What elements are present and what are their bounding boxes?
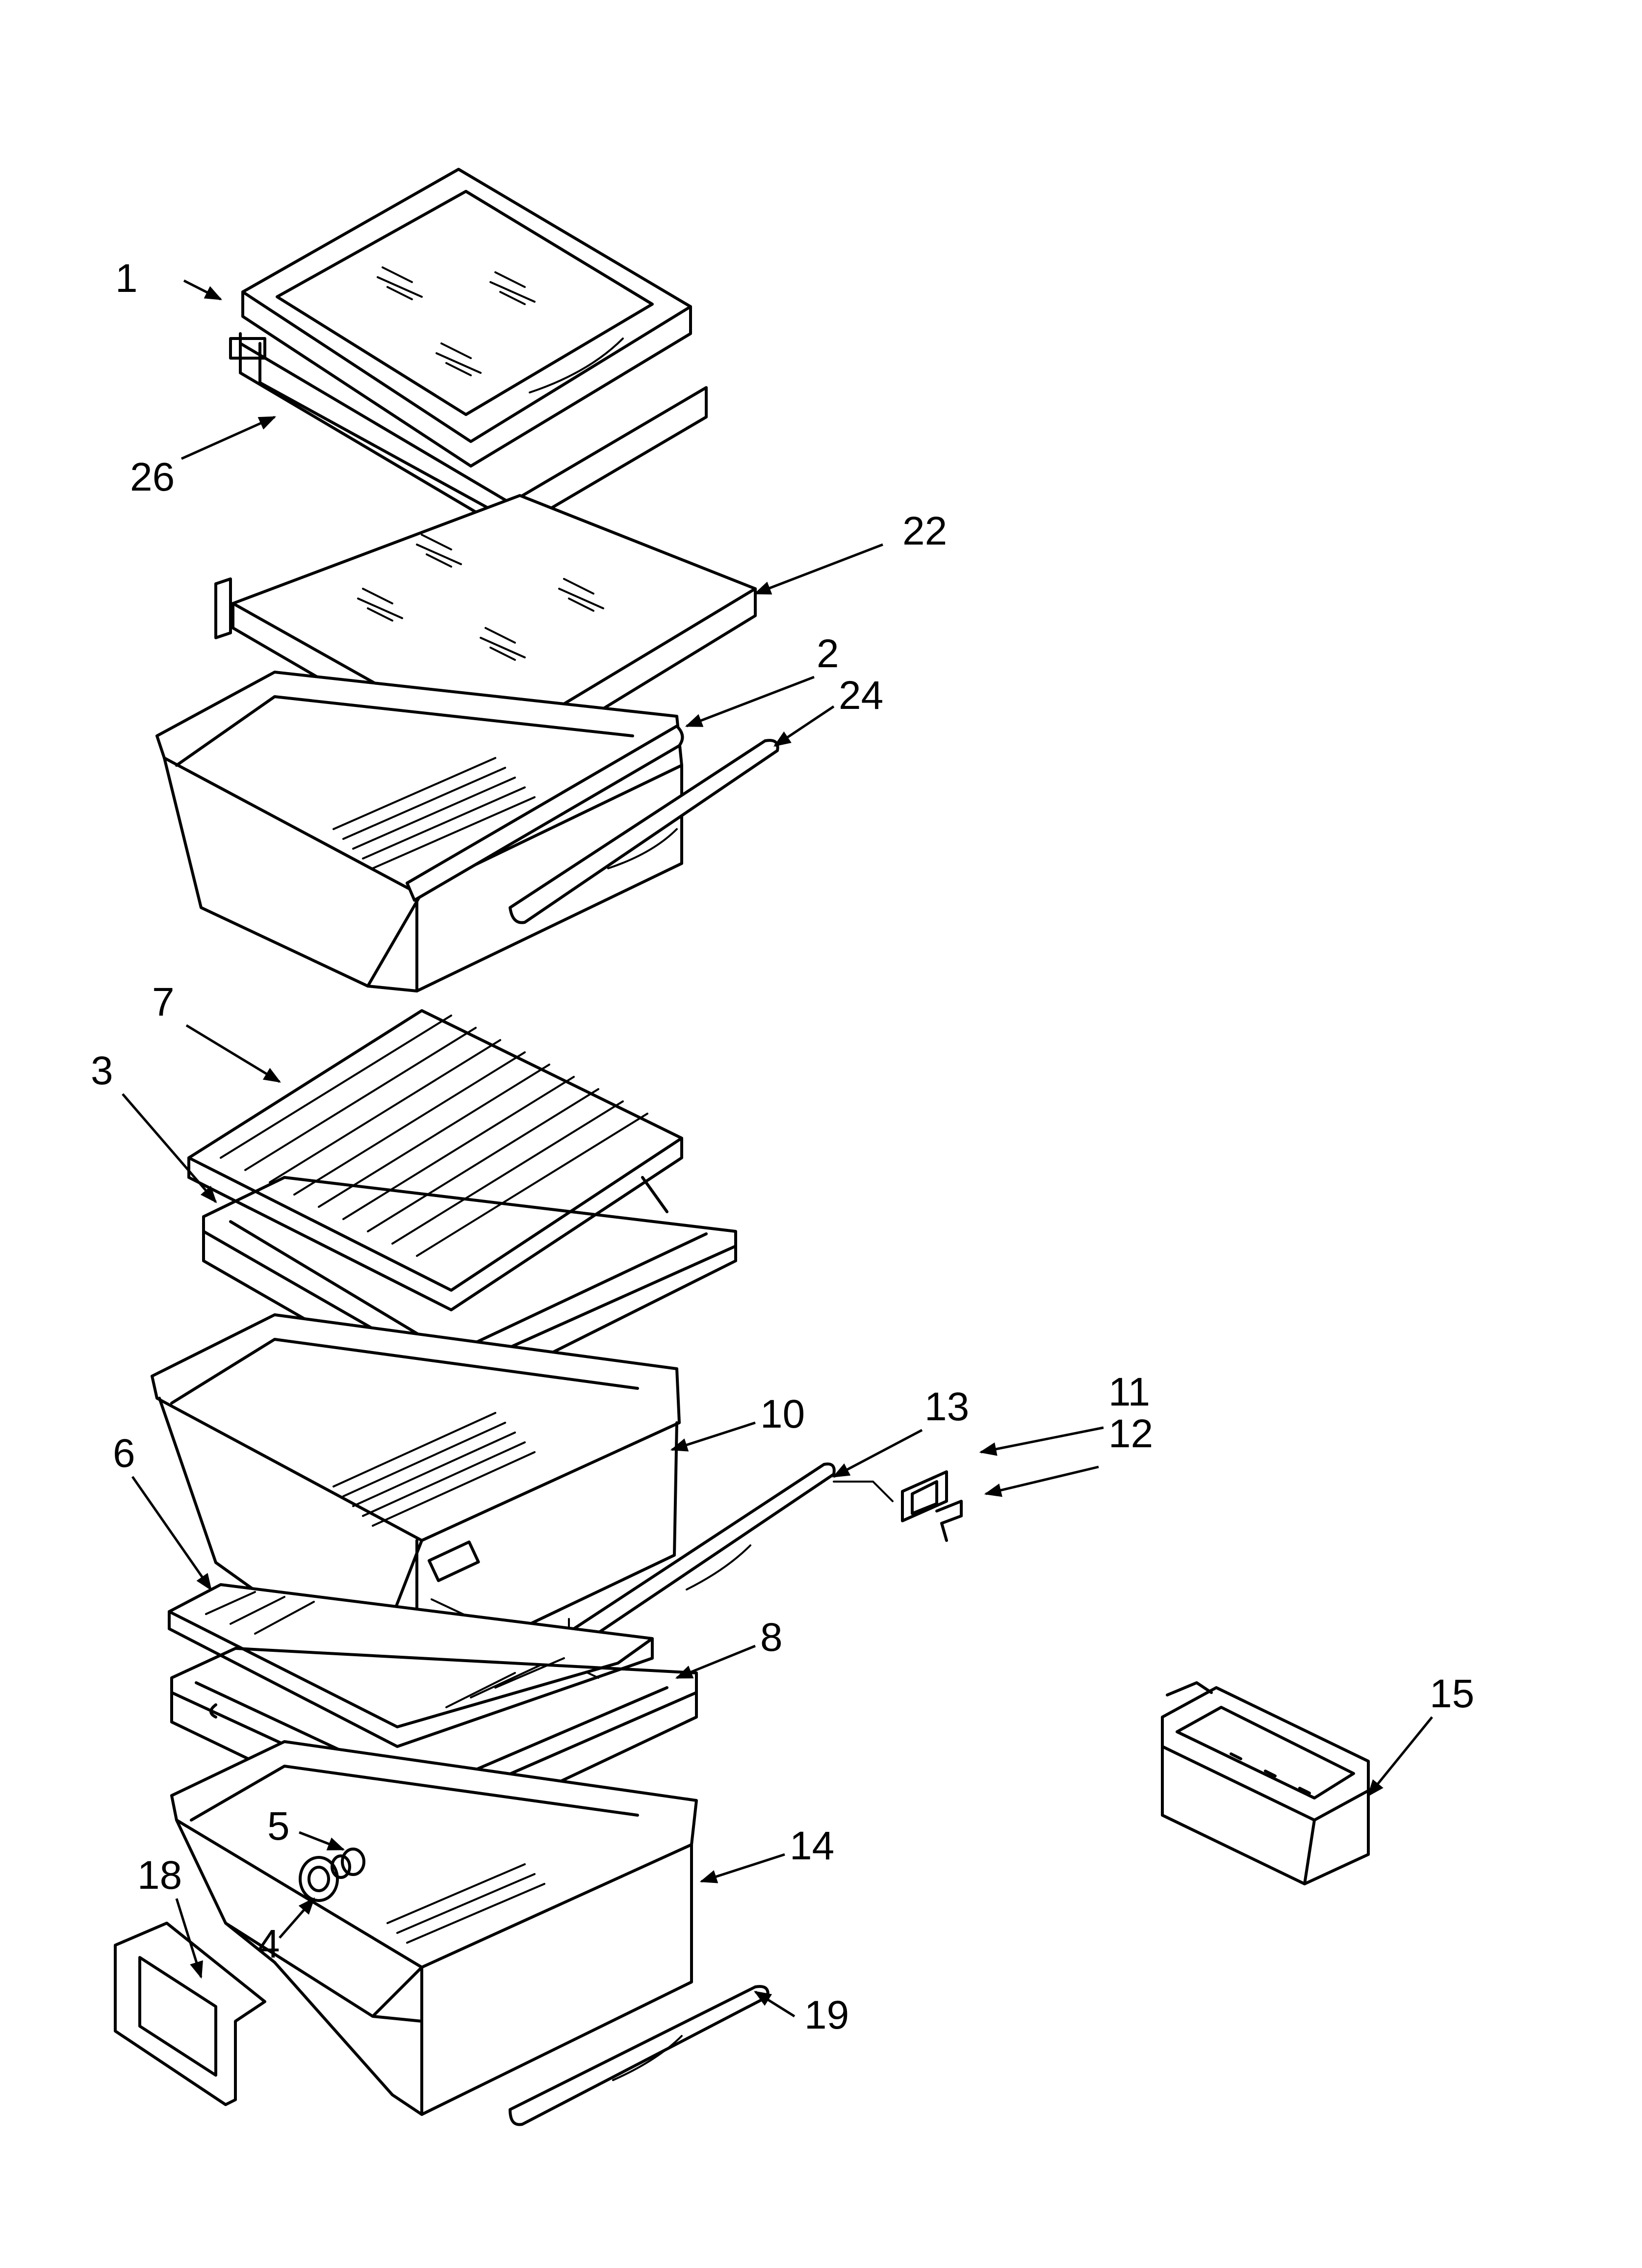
part-10-middle-crisper-drawer xyxy=(151,1313,681,1679)
part-18-label-frame xyxy=(114,1922,266,2106)
callout-labels: 1 26 22 2 24 7 3 10 13 11 12 6 8 15 5 14… xyxy=(91,256,1474,2037)
callout-10: 10 xyxy=(760,1392,805,1436)
part-6-lower-slatted-cover xyxy=(168,1583,654,1748)
part-15-storage-bin xyxy=(1161,1681,1370,1885)
part-11-clip xyxy=(901,1470,948,1522)
callout-2: 2 xyxy=(817,631,839,676)
part-5-knob-shaft xyxy=(331,1848,365,1879)
callout-5: 5 xyxy=(267,1804,290,1849)
leader-lines xyxy=(122,279,1433,2018)
part-upper-crisper-drawer xyxy=(155,671,683,992)
callout-18: 18 xyxy=(137,1853,182,1898)
callout-26: 26 xyxy=(130,455,175,499)
callout-14: 14 xyxy=(790,1824,834,1868)
part-24-handle xyxy=(509,739,779,924)
callout-3: 3 xyxy=(91,1048,113,1093)
callout-4: 4 xyxy=(257,1922,280,1966)
callout-7: 7 xyxy=(152,980,175,1024)
callout-11: 11 xyxy=(1108,1370,1150,1414)
callout-12: 12 xyxy=(1108,1411,1153,1456)
callout-13: 13 xyxy=(924,1384,969,1429)
callout-22: 22 xyxy=(902,509,947,553)
part-1-glass-shelf xyxy=(241,168,692,468)
callout-6: 6 xyxy=(113,1431,135,1476)
part-12-clip xyxy=(935,1500,963,1542)
callout-24: 24 xyxy=(839,673,883,718)
callout-15: 15 xyxy=(1430,1671,1474,1716)
callout-1: 1 xyxy=(115,256,138,301)
callout-8: 8 xyxy=(760,1615,783,1660)
part-2-rail xyxy=(406,725,684,902)
part-4-control-knob xyxy=(299,1856,339,1902)
part-14-lower-crisper-drawer xyxy=(170,1740,698,2116)
callout-19: 19 xyxy=(804,1993,849,2037)
